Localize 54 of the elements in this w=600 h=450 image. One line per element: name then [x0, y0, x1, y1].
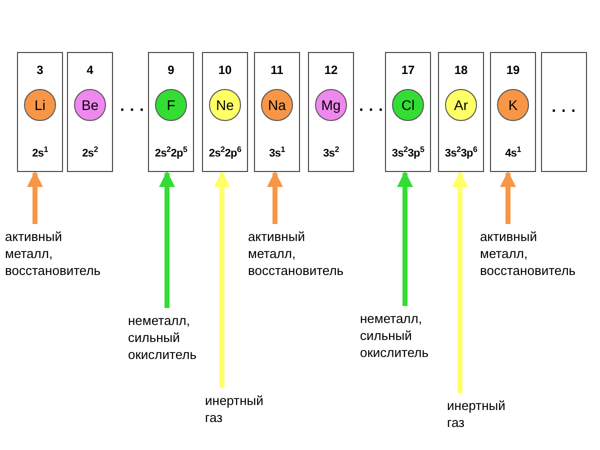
element-symbol: Mg — [315, 89, 347, 121]
element-symbol: Na — [261, 89, 293, 121]
element-symbol: Be — [74, 89, 106, 121]
arrow — [397, 171, 413, 306]
property-label: активный металл, восстановитель — [480, 228, 576, 279]
electron-configuration: 2s$^{1}$ — [31, 145, 49, 160]
arrow — [159, 171, 175, 308]
element-symbol: Ne — [209, 89, 241, 121]
atomic-number: 3 — [36, 63, 44, 77]
arrow — [214, 171, 230, 388]
ellipsis-text: · · · — [359, 102, 384, 120]
property-label: активный металл, восстановитель — [248, 228, 344, 279]
element-symbol: Ar — [445, 89, 477, 121]
element-symbol: Li — [24, 89, 56, 121]
arrow — [267, 171, 283, 224]
property-label: инертный газ — [447, 397, 506, 431]
electron-configuration: 3s$^{2}$ — [322, 145, 340, 160]
electron-configuration: 3s$^{1}$ — [268, 145, 286, 160]
element-symbol: F — [155, 89, 187, 121]
element-card — [202, 52, 248, 172]
property-label: неметалл, сильный окислитель — [128, 312, 196, 363]
element-card — [67, 52, 113, 172]
atomic-number: 18 — [453, 63, 469, 77]
property-label: активный металл, восстановитель — [5, 228, 101, 279]
arrow — [500, 171, 516, 224]
atomic-number: 4 — [86, 63, 94, 77]
electron-configuration: 2s$^{2}$2p$^{5}$ — [154, 145, 188, 160]
element-card — [490, 52, 536, 172]
atomic-number: 17 — [400, 63, 416, 77]
electron-configuration: 3s$^{2}$3p$^{6}$ — [444, 145, 478, 160]
element-card — [17, 52, 63, 172]
electron-configuration: 3s$^{2}$3p$^{5}$ — [390, 145, 426, 160]
atomic-number: 11 — [270, 63, 284, 77]
atomic-number: 10 — [217, 63, 233, 77]
arrow — [27, 171, 43, 224]
element-card — [438, 52, 484, 172]
ellipsis-text: · · · — [550, 103, 578, 121]
property-label: инертный газ — [205, 392, 264, 426]
ellipsis-text: · · · — [120, 102, 145, 120]
arrow — [452, 171, 468, 393]
element-card — [308, 52, 354, 172]
electron-configuration: 2s$^{2}$ — [81, 145, 99, 160]
element-card — [541, 52, 587, 172]
element-symbol: K — [497, 89, 529, 121]
atomic-number: 9 — [166, 63, 176, 77]
property-label: неметалл, сильный окислитель — [360, 310, 428, 361]
electron-configuration: 2s$^{2}$2p$^{6}$ — [208, 145, 242, 160]
element-card — [385, 52, 431, 172]
element-card — [148, 52, 194, 172]
element-symbol: Cl — [392, 89, 424, 121]
atomic-number: 19 — [505, 63, 521, 77]
electron-configuration: 4s$^{1}$ — [504, 145, 522, 160]
element-card — [254, 52, 300, 172]
atomic-number: 12 — [323, 63, 339, 77]
